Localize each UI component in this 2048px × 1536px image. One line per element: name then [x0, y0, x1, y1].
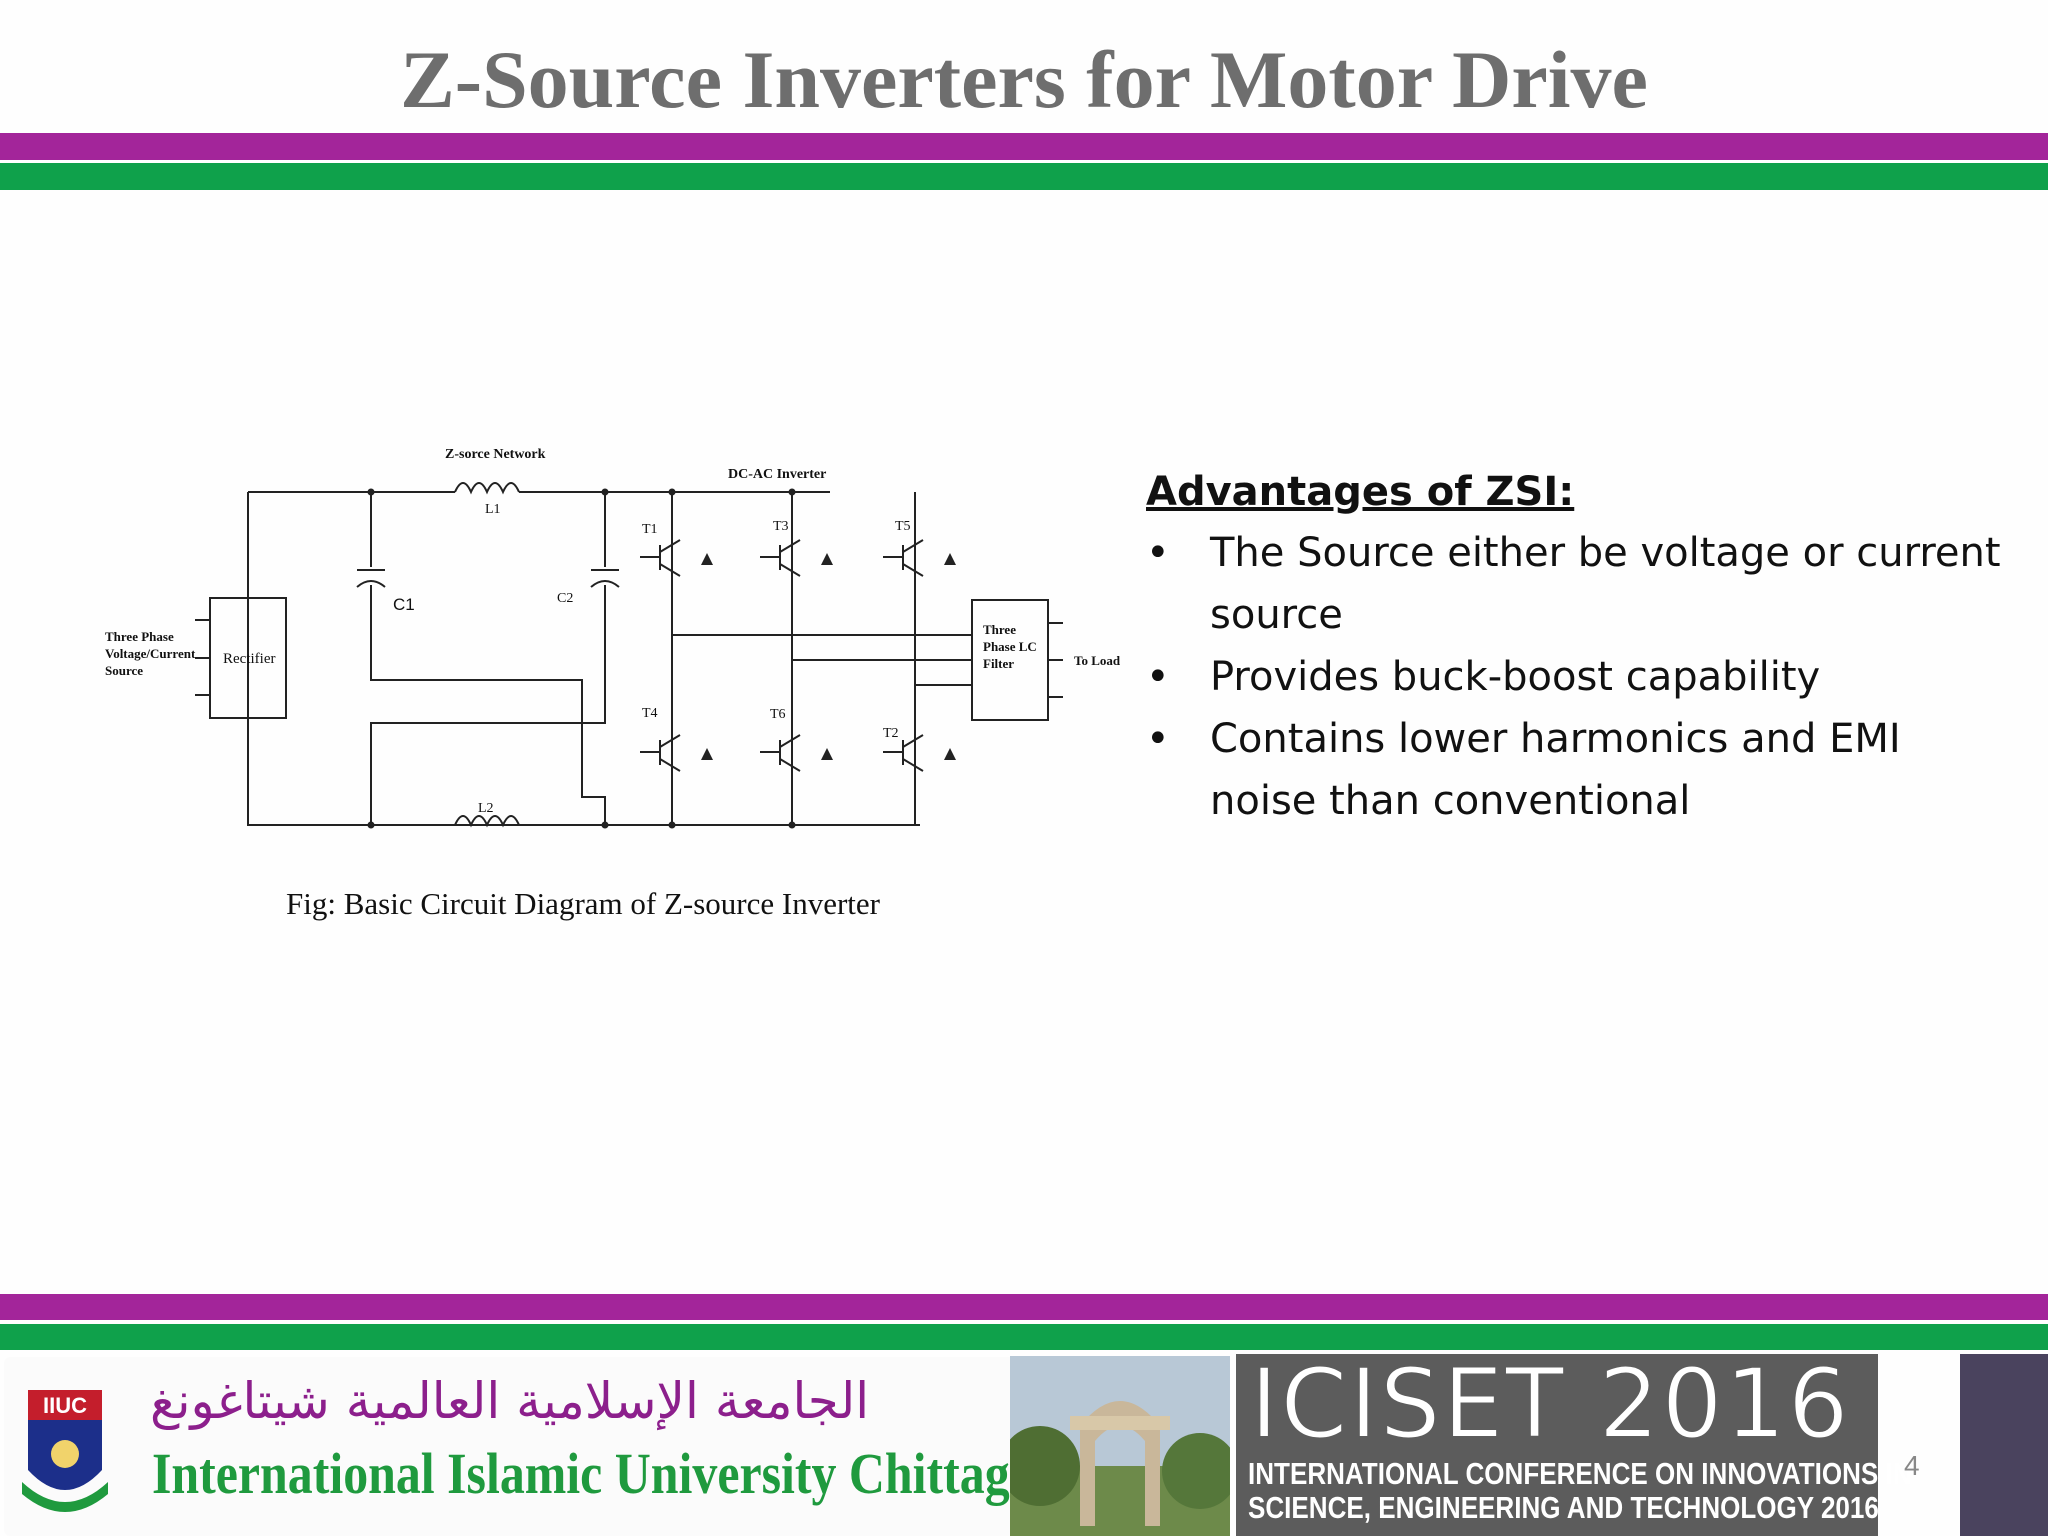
- conference-subtitle-line1: INTERNATIONAL CONFERENCE ON INNOVATIONS …: [1248, 1456, 1912, 1491]
- label-c2: C2: [557, 591, 573, 606]
- top-purple-band: [0, 133, 2048, 160]
- label-dcac-inverter: DC-AC Inverter: [728, 467, 826, 482]
- label-l2: L2: [478, 801, 494, 816]
- top-green-band: [0, 163, 2048, 190]
- advantages-section: Advantages of ZSI: • The Source either be…: [1146, 462, 2006, 832]
- page-number: 4: [1904, 1450, 1920, 1481]
- advantage-text: Contains lower harmonics and EMI noise t…: [1210, 716, 1901, 824]
- figure-caption: Fig: Basic Circuit Diagram of Z-source I…: [286, 886, 880, 921]
- label-rectifier: Rectifier: [223, 651, 275, 667]
- label-filter-line3: Filter: [983, 656, 1014, 671]
- label-c1: C1: [393, 595, 415, 614]
- bullet-marker: •: [1146, 716, 1170, 762]
- label-l1: L1: [485, 502, 501, 517]
- conference-banner: [1236, 1354, 1878, 1536]
- bottom-purple-band: [0, 1294, 2048, 1320]
- label-source-line2: Voltage/Current: [105, 646, 196, 661]
- campus-gate-photo: [1010, 1356, 1230, 1536]
- advantage-item: • Provides buck-boost capability: [1146, 646, 2006, 708]
- label-source-line1: Three Phase: [105, 629, 174, 644]
- label-t5: T5: [895, 519, 911, 534]
- label-source-line3: Source: [105, 663, 143, 678]
- iiuc-logo-text: IIUC: [43, 1393, 87, 1418]
- iiuc-crest-logo: IIUC: [22, 1390, 108, 1512]
- advantages-heading: Advantages of ZSI:: [1146, 469, 1575, 515]
- label-to-load: To Load: [1074, 653, 1121, 668]
- advantage-item: • The Source either be voltage or current…: [1146, 522, 2006, 646]
- conference-subtitle-line2: SCIENCE, ENGINEERING AND TECHNOLOGY 2016: [1248, 1490, 1879, 1525]
- label-t3: T3: [773, 519, 789, 534]
- circuit-diagram: Z-sorce Network DC-AC Inverter L1 L2 C1 …: [105, 447, 1121, 829]
- slide-title: Z-Source Inverters for Motor Drive: [400, 34, 1648, 125]
- university-name: International Islamic University Chittag…: [152, 1441, 1088, 1506]
- label-filter-line2: Phase LC: [983, 639, 1037, 654]
- label-t1: T1: [642, 522, 658, 537]
- corner-accent-block: [1960, 1354, 2048, 1536]
- bullet-marker: •: [1146, 530, 1170, 576]
- advantage-text: Provides buck-boost capability: [1210, 654, 1821, 700]
- label-t6: T6: [770, 707, 786, 722]
- label-filter-line1: Three: [983, 622, 1016, 637]
- bottom-green-band: [0, 1324, 2048, 1350]
- label-t4: T4: [642, 706, 658, 721]
- label-t2: T2: [883, 726, 899, 741]
- advantages-list: • The Source either be voltage or current…: [1146, 522, 2006, 832]
- bullet-marker: •: [1146, 654, 1170, 700]
- advantage-text: The Source either be voltage or current …: [1210, 530, 2001, 638]
- advantage-item: • Contains lower harmonics and EMI noise …: [1146, 708, 2006, 832]
- label-zsource-network: Z-sorce Network: [445, 447, 546, 462]
- conference-title: ICISET 2016: [1249, 1347, 1851, 1461]
- university-arabic-name: الجامعة الإسلامية العالمية شيتاغونغ: [150, 1372, 870, 1430]
